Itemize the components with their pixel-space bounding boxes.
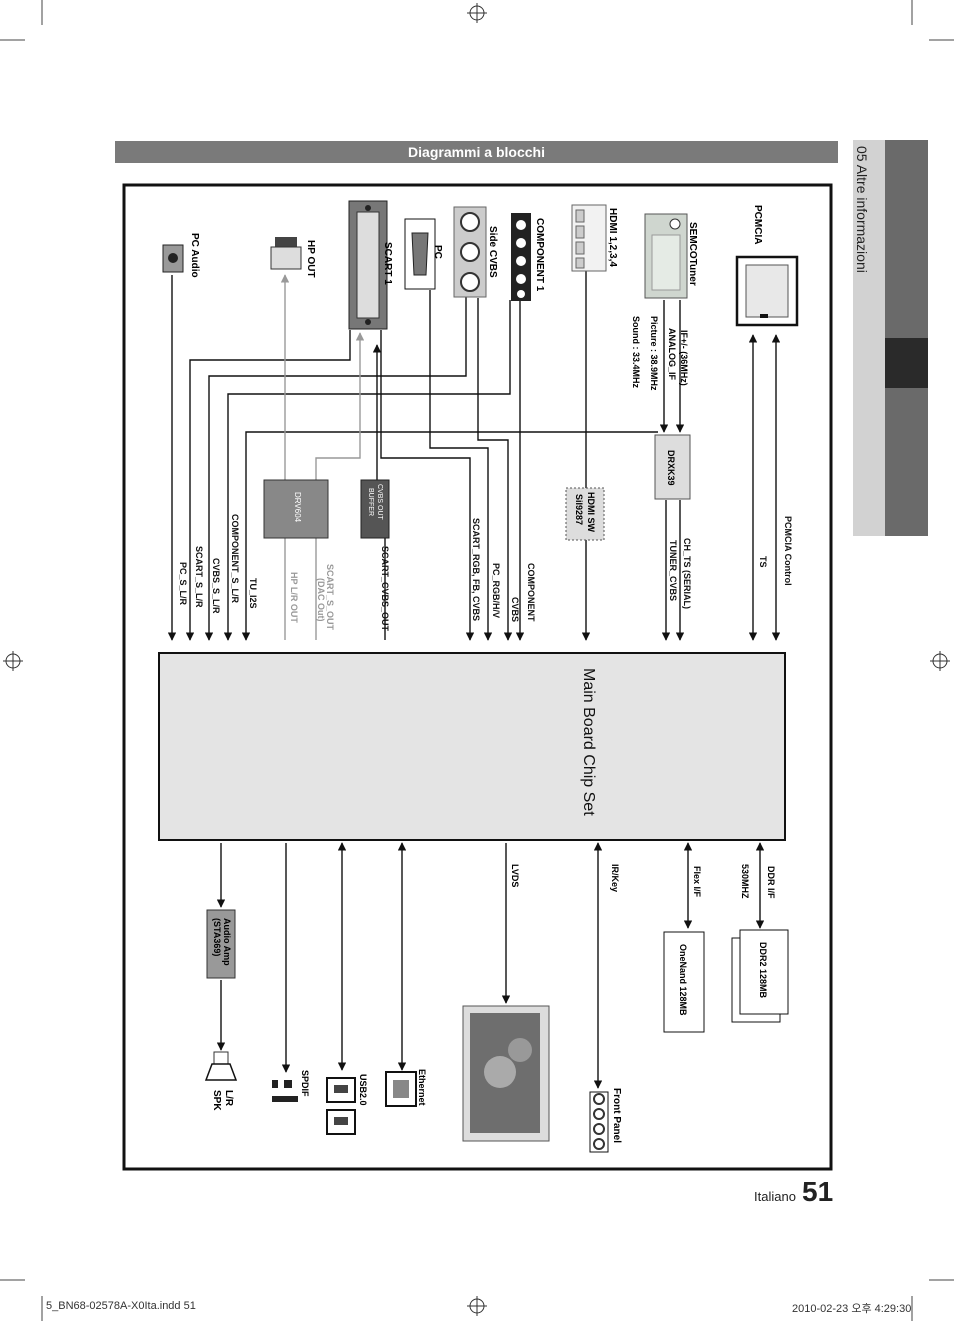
ddr2-label: DDR2 128MB bbox=[758, 942, 768, 999]
hdmi-ports-icon bbox=[571, 204, 607, 272]
signal-pc-rgb: PC_RGB/H/V bbox=[491, 563, 501, 618]
lr-label: L/R bbox=[223, 1090, 234, 1107]
audio-amp-label-1: Audio Amp bbox=[222, 918, 232, 966]
registration-mark-right bbox=[930, 651, 950, 671]
tuner-analog-if-label: ANALOG_IF bbox=[667, 328, 677, 381]
lvds-label: LVDS bbox=[510, 864, 520, 887]
ddr-if-label: DDR I/F bbox=[766, 866, 776, 899]
component-jacks-icon bbox=[511, 213, 531, 301]
signal-pcmcia-control: PCMCIA Control bbox=[783, 516, 793, 586]
footer-timestamp: 2010-02-23 오후 4:29:30 bbox=[792, 1303, 912, 1315]
wire-component-audio bbox=[223, 300, 511, 641]
wire-cvbs bbox=[477, 298, 513, 641]
spdif-label: SPDIF bbox=[300, 1070, 310, 1097]
tuner-if-label: IF+/- (36MHz) bbox=[679, 330, 689, 386]
signal-ch-ts: CH_TS (SERIAL) bbox=[682, 538, 692, 609]
registration-mark-left bbox=[3, 651, 23, 671]
signal-ts: TS bbox=[758, 556, 768, 568]
ddr2-memory-icon bbox=[731, 929, 789, 1023]
mhz-label: 530MHZ bbox=[740, 864, 750, 899]
signal-pc-s-lr: PC_S_L/R bbox=[178, 562, 188, 606]
signal-cvbs-s-lr: CVBS_S_L/R bbox=[211, 558, 221, 614]
pc-vga-port-icon bbox=[404, 218, 436, 290]
signal-scart-cvbs-out: SCART_CVBS_OUT bbox=[380, 546, 390, 632]
tv-panel-icon bbox=[462, 1005, 550, 1142]
tuner-picture-label: Picture : 38.9MHz bbox=[649, 316, 659, 391]
signal-scart-s-lr: SCART_S_L/R bbox=[194, 546, 204, 608]
audio-amp-label-2: (STA369) bbox=[212, 918, 222, 956]
side-cvbs-jacks-icon bbox=[453, 206, 487, 298]
pc-label: PC bbox=[432, 245, 443, 259]
signal-cvbs: CVBS bbox=[510, 597, 520, 622]
usb-port-icon bbox=[326, 1077, 356, 1135]
diagram-frame bbox=[122, 183, 833, 1171]
tuner-module-icon bbox=[644, 213, 688, 299]
page-number: 51 bbox=[802, 1176, 834, 1207]
side-cvbs-label: Side CVBS bbox=[487, 226, 498, 278]
hdmi-label: HDMI 1,2,3,4 bbox=[607, 208, 618, 267]
main-board-chip bbox=[158, 652, 786, 841]
wire-scart-audio bbox=[185, 330, 351, 641]
wire-tu-i2s bbox=[241, 431, 658, 641]
scart1-label: SCART 1 bbox=[382, 242, 393, 285]
drxk39-label: DRXK39 bbox=[666, 450, 676, 486]
main-chip-label: Main Board Chip Set bbox=[580, 668, 597, 816]
drv604-label: DRV604 bbox=[293, 492, 302, 523]
section-title: Diagrammi a blocchi bbox=[408, 144, 545, 160]
front-panel-label: Front Panel bbox=[611, 1088, 622, 1143]
component1-label: COMPONENT 1 bbox=[534, 218, 545, 292]
ethernet-label: Ethernet bbox=[417, 1069, 427, 1106]
ir-key-label: IR/Key bbox=[610, 864, 620, 892]
tuner-sound-label: Sound : 33.4MHz bbox=[631, 316, 641, 389]
signal-hp-lr-out: HP L/R OUT bbox=[289, 572, 299, 623]
headphone-jack-icon bbox=[270, 237, 302, 270]
page-language: Italiano bbox=[754, 1189, 796, 1204]
pc-audio-label: PC Audio bbox=[189, 233, 200, 278]
speaker-icon bbox=[204, 1051, 238, 1081]
audio-amp-chip bbox=[206, 909, 236, 979]
onenand-label: OneNand 128MB bbox=[678, 944, 688, 1016]
signal-component-s-lr: COMPONENT_S_L/R bbox=[230, 514, 240, 604]
onenand-memory-icon bbox=[663, 931, 705, 1033]
section-header-bar bbox=[115, 141, 838, 163]
registration-mark-top bbox=[467, 3, 487, 23]
ethernet-port-icon bbox=[385, 1071, 417, 1107]
registration-mark-bottom bbox=[467, 1296, 487, 1316]
hp-out-label: HP OUT bbox=[305, 240, 316, 278]
signal-tu-i2s: TU_I2S bbox=[248, 578, 258, 609]
wire-pc-rgb bbox=[429, 290, 493, 641]
spk-label: SPK bbox=[211, 1090, 222, 1111]
spdif-port-icon bbox=[272, 1080, 298, 1102]
footer-filename: 5_BN68-02578A-X0Ita.indd 51 bbox=[46, 1300, 196, 1312]
usb-label: USB2.0 bbox=[358, 1074, 368, 1106]
hdmi-switch-chip bbox=[565, 487, 605, 541]
wire-cvbs-audio bbox=[204, 290, 467, 641]
cvbs-buffer-chip bbox=[360, 479, 390, 539]
side-chapter-tab-marker bbox=[885, 338, 928, 388]
cvbs-buffer-label-1: CVBS OUT bbox=[376, 484, 383, 521]
drxk39-chip bbox=[654, 434, 691, 500]
cvbs-buffer-label-2: BUFFER bbox=[367, 488, 374, 516]
pc-audio-jack-icon bbox=[162, 244, 184, 273]
wire-scart-s-out bbox=[315, 332, 365, 640]
flex-if-label: Flex I/F bbox=[692, 866, 702, 898]
scart-connector-icon bbox=[348, 200, 388, 330]
pcmcia-card-icon bbox=[735, 255, 799, 327]
hdmi-sw-label-1: HDMI SW bbox=[586, 492, 596, 533]
pcmcia-label: PCMCIA bbox=[752, 205, 763, 244]
signal-tuner-cvbs: TUNER_CVBS bbox=[668, 540, 678, 601]
semcotuner-label: SEMCOTuner bbox=[687, 222, 698, 286]
front-panel-icon bbox=[589, 1091, 609, 1153]
signal-dac-out: (DAC Out) bbox=[316, 578, 326, 622]
signal-scart-rgb: SCART_RGB, FB, CVBS bbox=[471, 518, 481, 621]
hdmi-sw-label-2: SiI9287 bbox=[574, 494, 584, 525]
drv604-chip bbox=[263, 479, 329, 539]
signal-scart-s-out: SCART_S_OUT bbox=[325, 564, 335, 631]
signal-component: COMPONENT bbox=[526, 563, 536, 622]
